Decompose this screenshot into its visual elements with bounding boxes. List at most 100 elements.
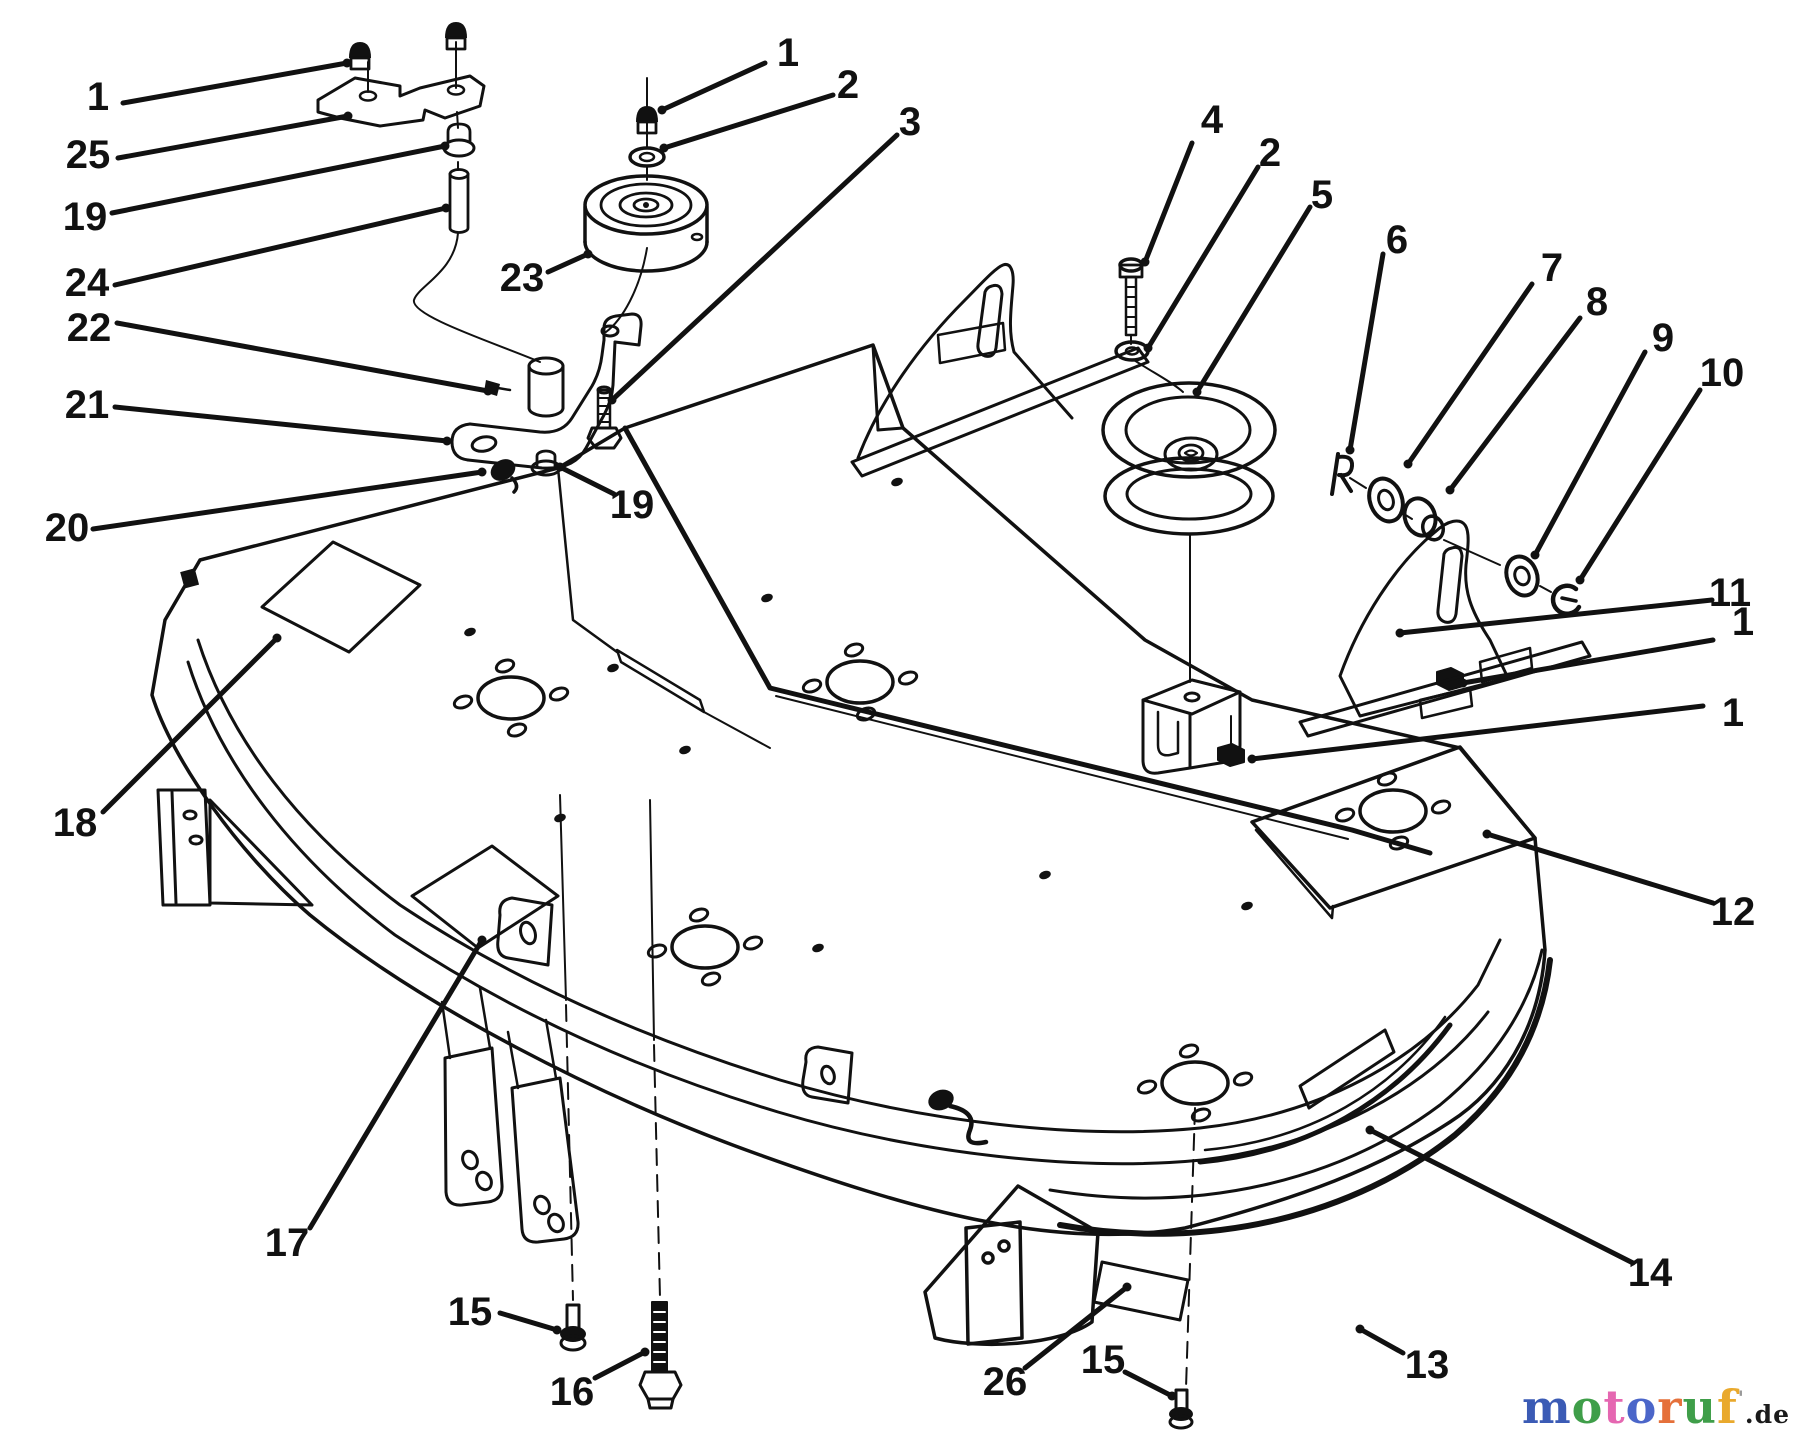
cap-nut-icon <box>445 22 467 51</box>
shoulder-bolt-3 <box>586 385 623 450</box>
logo-letter: o <box>1625 1380 1658 1432</box>
callout-1-0: 1 <box>87 58 352 119</box>
callout-number: 24 <box>65 261 110 305</box>
j-clip-front-center <box>801 1045 854 1105</box>
callout-number: 18 <box>53 801 98 845</box>
c-clip-10 <box>1550 583 1582 616</box>
corner-plate <box>1250 745 1537 920</box>
callout-6-23: 6 <box>1345 218 1408 455</box>
callout-number: 1 <box>1732 600 1754 644</box>
callout-number: 9 <box>1652 316 1674 360</box>
callout-17-8: 17 <box>265 935 487 1265</box>
callout-7-22: 7 <box>1403 246 1563 469</box>
callout-9-20: 9 <box>1530 316 1674 560</box>
callout-23-30: 23 <box>500 249 593 300</box>
callout-number: 8 <box>1586 280 1608 324</box>
callout-number: 14 <box>1628 1251 1673 1295</box>
callout-19-2: 19 <box>63 141 450 239</box>
callout-20-6: 20 <box>45 467 487 550</box>
callout-number: 3 <box>899 100 921 144</box>
callout-number: 19 <box>63 195 108 239</box>
callout-number: 15 <box>1081 1338 1126 1382</box>
callout-number: 5 <box>1311 173 1333 217</box>
callout-number: 4 <box>1201 98 1224 142</box>
callout-number: 1 <box>1722 691 1744 735</box>
v-idler-pulley-5 <box>1101 257 1277 683</box>
flat-idler-pulley-23 <box>583 77 709 333</box>
logo-letter: u <box>1682 1380 1717 1432</box>
callout-13-13: 13 <box>1355 1324 1450 1387</box>
callout-22-4: 22 <box>67 306 493 396</box>
callout-18-7: 18 <box>53 633 282 845</box>
motoruf-logo-text: motoruf <box>1522 1380 1738 1432</box>
callout-1-29: 1 <box>657 31 799 115</box>
callout-21-5: 21 <box>65 383 452 446</box>
callout-number: 23 <box>500 256 545 300</box>
stud-and-spring <box>928 1089 989 1146</box>
callout-5-24: 5 <box>1192 173 1333 397</box>
logo-trademark-tick: ' <box>1737 1386 1745 1410</box>
callout-16-10: 16 <box>550 1347 650 1414</box>
callout-11-18: 11 <box>1395 571 1751 638</box>
hex-bolt-16 <box>638 1301 683 1410</box>
logo-letter: r <box>1657 1380 1683 1432</box>
j-clip-front-left <box>496 896 554 967</box>
callout-number: 2 <box>837 63 859 107</box>
callout-number: 10 <box>1700 351 1745 395</box>
callout-25-1: 25 <box>66 111 353 177</box>
hex-bolt-4 <box>1118 257 1144 337</box>
callout-number: 2 <box>1259 131 1281 175</box>
callout-10-19: 10 <box>1575 351 1745 585</box>
logo-letter: o <box>1571 1380 1604 1432</box>
callout-2-25: 2 <box>1143 131 1281 353</box>
logo-domain-suffix: .de <box>1744 1400 1790 1429</box>
callout-3-27: 3 <box>607 100 921 405</box>
spindle-hole-groups <box>452 642 1452 1123</box>
logo-letter: t <box>1603 1380 1626 1432</box>
left-side-bracket <box>156 788 314 907</box>
callout-8-21: 8 <box>1445 280 1608 495</box>
front-baffle <box>923 1184 1100 1346</box>
callout-1-17: 1 <box>1458 600 1754 688</box>
callout-number: 17 <box>265 1221 310 1265</box>
carriage-bolt-15-left <box>559 1303 587 1352</box>
fastener-row <box>1330 452 1582 616</box>
logo-letter: f <box>1716 1380 1738 1432</box>
carriage-bolt-15-right <box>1168 1107 1196 1430</box>
callout-26-11: 26 <box>983 1282 1132 1404</box>
callout-number: 7 <box>1541 246 1563 290</box>
callout-number: 21 <box>65 383 110 427</box>
callout-12-15: 12 <box>1482 829 1756 934</box>
callout-19-31: 19 <box>555 462 655 527</box>
callout-number: 13 <box>1405 1343 1450 1387</box>
callout-24-3: 24 <box>65 203 451 305</box>
cap-nut-icon <box>349 42 371 71</box>
hairpin-cotter-6 <box>1330 452 1355 496</box>
support-bracket-right <box>1298 519 1592 738</box>
callout-number: 26 <box>983 1360 1028 1404</box>
callout-1-16: 1 <box>1247 691 1744 764</box>
callout-number: 12 <box>1711 890 1756 934</box>
callout-15-12: 15 <box>1081 1338 1177 1401</box>
callout-15-9: 15 <box>448 1290 562 1335</box>
callout-number: 11 <box>1709 571 1751 615</box>
callout-4-26: 4 <box>1140 98 1224 267</box>
callout-14-14: 14 <box>1365 1125 1673 1295</box>
support-bracket-top <box>850 262 1150 478</box>
hex-nut-1b <box>1217 715 1245 767</box>
callout-number: 1 <box>777 31 799 75</box>
logo-letter: m <box>1521 1380 1572 1432</box>
callout-number: 6 <box>1386 218 1408 262</box>
callout-number: 1 <box>87 75 109 119</box>
hanger-straps <box>440 794 683 1410</box>
deck-small-holes <box>464 477 1253 953</box>
callout-number: 22 <box>67 306 112 350</box>
motoruf-watermark: motoruf'.de <box>1522 1384 1790 1430</box>
flanged-bushing-8 <box>1402 496 1446 542</box>
callout-number: 16 <box>550 1370 595 1414</box>
callout-number: 20 <box>45 506 90 550</box>
callout-number: 19 <box>610 483 655 527</box>
